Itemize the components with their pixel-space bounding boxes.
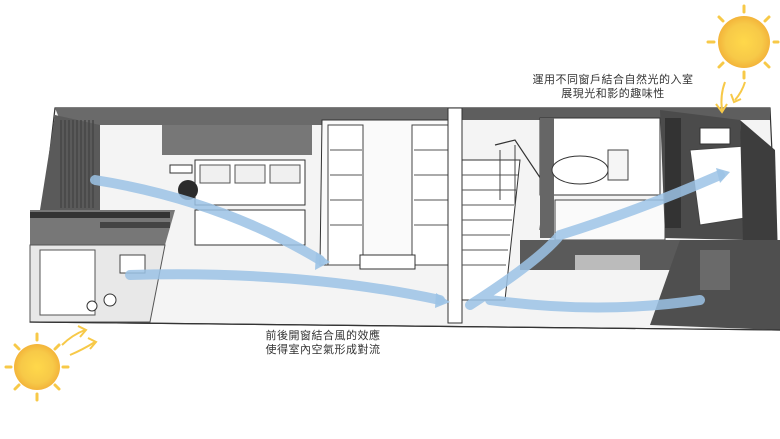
wind-caption-line1: 前後開窗結合風的效應 [265,329,381,342]
right-room [650,110,780,330]
wind-caption: 前後開窗結合風的效應 使得室內空氣形成對流 [248,329,398,357]
staircase [461,139,546,301]
light-caption: 運用不同窗戶結合自然光的入室 展現光和影的趣味性 [528,73,698,101]
airflow-arrowheads [315,168,730,308]
airflow-path-2 [125,269,445,305]
light-caption-line2: 展現光和影的趣味性 [561,87,665,100]
airflow-arrows [90,170,725,313]
central-cabinet [319,119,456,270]
airflow-path-4 [485,295,705,313]
airflow-path-1 [90,175,325,265]
sun-icon-top-right [706,4,780,80]
airflow-path-3 [465,170,725,310]
sun-icon-bottom-left [4,332,70,402]
central-wall [447,107,463,324]
sunray-arrow-icon [715,81,746,114]
sunray-arrow-icon [61,325,98,356]
light-caption-line1: 運用不同窗戶結合自然光的入室 [532,73,694,86]
left-room-slats [29,115,175,323]
wind-caption-line2: 使得室內空氣形成對流 [265,343,381,356]
